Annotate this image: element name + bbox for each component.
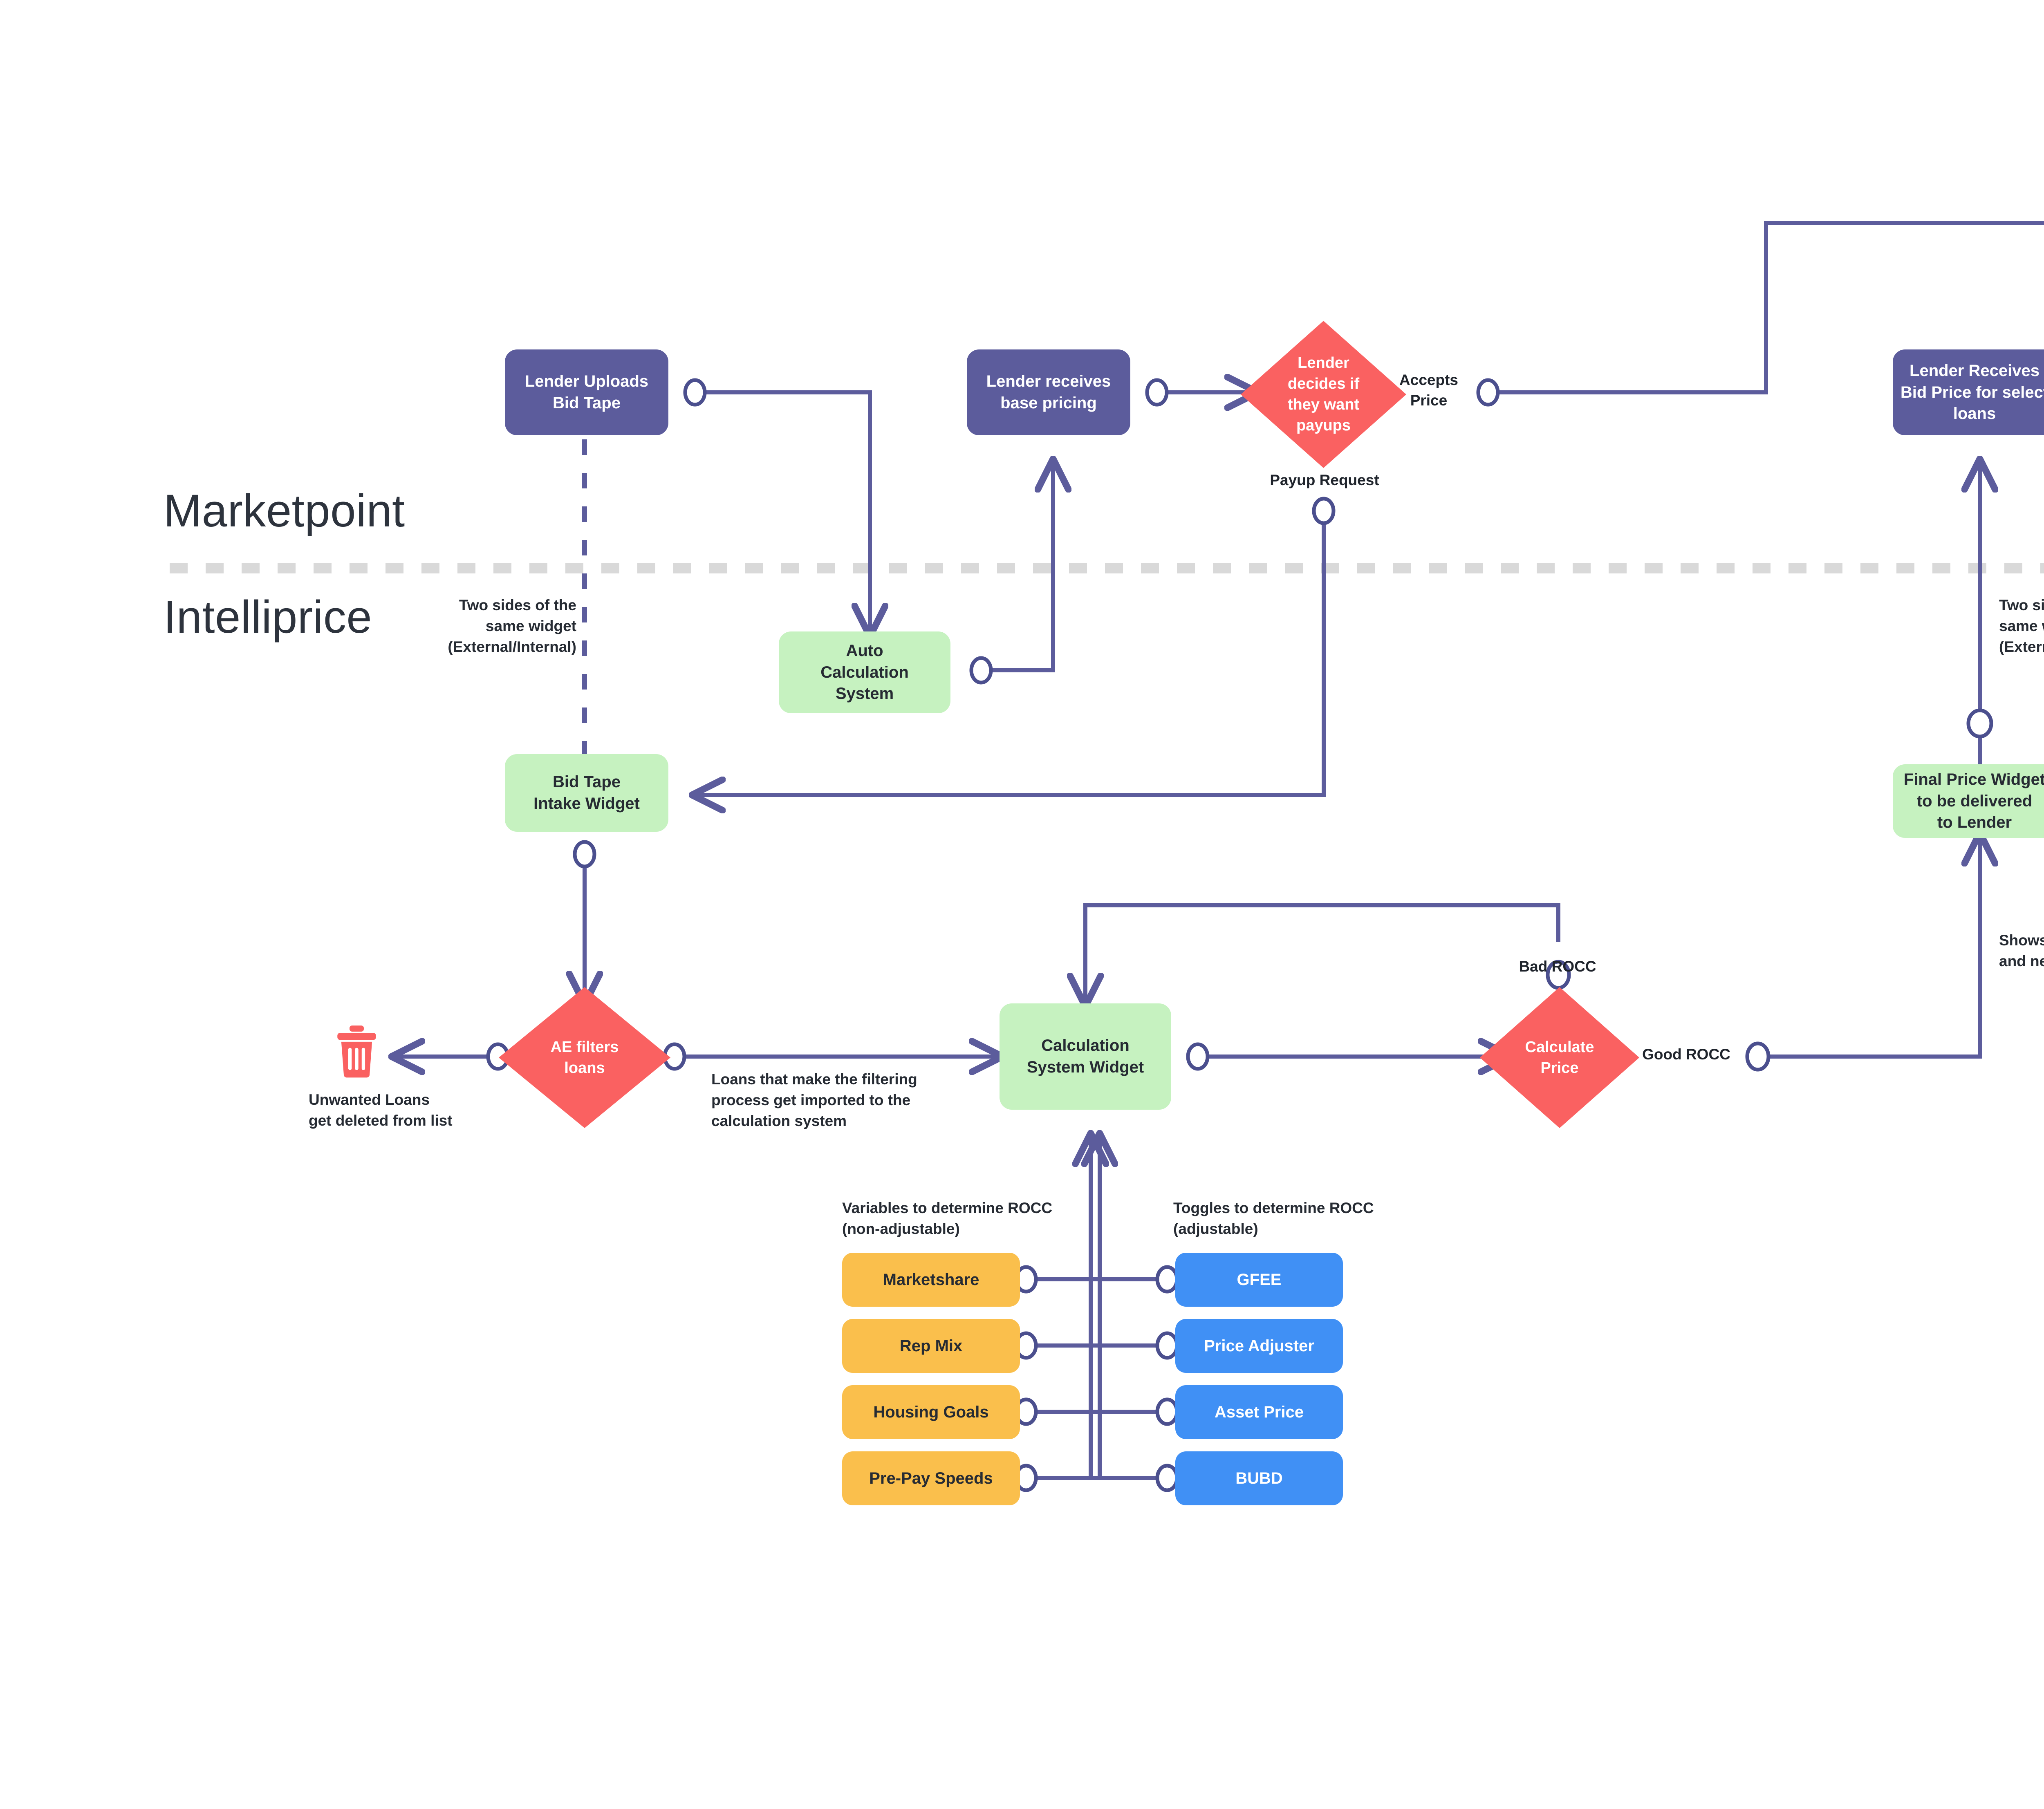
node-final-price-widget[interactable]: Final Price Widget to be delivered to Le… xyxy=(1893,764,2044,838)
dot-autocalc-out xyxy=(969,656,993,685)
trash-icon xyxy=(335,1024,378,1079)
node-calculation-system-widget[interactable]: Calculation System Widget xyxy=(1000,1003,1171,1110)
dot-accepts-price xyxy=(1476,378,1500,407)
node-bid-tape-intake-widget[interactable]: Bid Tape Intake Widget xyxy=(505,754,668,832)
dot-two-sides-right xyxy=(1966,708,1993,739)
dot-tog-gfee xyxy=(1155,1265,1179,1294)
node-calculate-price[interactable]: Calculate Price xyxy=(1480,987,1639,1128)
variable-box-marketshare[interactable]: Marketshare xyxy=(842,1253,1020,1307)
edge-label-good-rocc: Good ROCC xyxy=(1642,1046,1730,1063)
dot-calcwidget-out xyxy=(1186,1042,1210,1071)
variables-group-heading: Variables to determine ROCC (non-adjusta… xyxy=(842,1200,1053,1238)
toggle-box-asset-price[interactable]: Asset Price xyxy=(1175,1385,1343,1439)
dot-basepricing-out xyxy=(1145,378,1169,407)
note-two-sides-right: Two sides of the same widget (External/I… xyxy=(1999,597,2044,656)
note-unwanted-loans: Unwanted Loans get deleted from list xyxy=(309,1091,453,1129)
node-auto-calculation-system[interactable]: Auto Calculation System xyxy=(779,631,950,713)
edge-label-accepts-price: Accepts Price xyxy=(1399,372,1458,409)
node-label: Lender decides if they want payups xyxy=(1287,354,1360,434)
dot-good-rocc xyxy=(1745,1041,1771,1072)
node-label: AE filters loans xyxy=(550,1038,619,1077)
dot-payup-request xyxy=(1312,497,1336,525)
dot-intake-out xyxy=(573,840,596,869)
dot-tog-assetprice xyxy=(1155,1397,1179,1426)
edge-autocalc-to-base-pricing xyxy=(981,462,1053,672)
note-shows-list-of-loans: Shows list of loans selected and new pri… xyxy=(1999,932,2044,970)
edge-upload-to-auto-calc xyxy=(695,390,870,634)
node-ae-filters-loans[interactable]: AE filters loans xyxy=(499,987,670,1128)
dot-tog-bubd xyxy=(1155,1464,1179,1492)
edge-label-bad-rocc: Bad ROCC xyxy=(1519,958,1596,975)
variable-box-pre-pay-speeds[interactable]: Pre-Pay Speeds xyxy=(842,1451,1020,1505)
node-lender-receives-bid-price[interactable]: Lender Receives Bid Price for select loa… xyxy=(1893,349,2044,435)
note-loans-that-make-filtering: Loans that make the filtering process ge… xyxy=(711,1071,917,1130)
node-lender-receives-base-pricing[interactable]: Lender receives base pricing xyxy=(967,349,1130,435)
variable-box-rep-mix[interactable]: Rep Mix xyxy=(842,1319,1020,1373)
toggle-box-price-adjuster[interactable]: Price Adjuster xyxy=(1175,1319,1343,1373)
dot-upload-out xyxy=(683,378,707,407)
lane-label-marketpoint: Marketpoint xyxy=(164,485,405,536)
node-lender-decides-payups[interactable]: Lender decides if they want payups xyxy=(1241,321,1406,468)
toggle-box-bubd[interactable]: BUBD xyxy=(1175,1451,1343,1505)
toggles-group-heading: Toggles to determine ROCC (adjustable) xyxy=(1173,1200,1374,1238)
node-label: Calculate Price xyxy=(1525,1038,1594,1077)
dot-tog-priceadjuster xyxy=(1155,1331,1179,1360)
toggle-box-gfee[interactable]: GFEE xyxy=(1175,1253,1343,1307)
note-two-sides-left: Two sides of the same widget (External/I… xyxy=(448,597,576,656)
edge-label-payup-request: Payup Request xyxy=(1270,472,1379,488)
edge-goodrocc-to-finalprice xyxy=(1758,836,1980,1059)
variable-box-housing-goals[interactable]: Housing Goals xyxy=(842,1385,1020,1439)
node-lender-uploads-bid-tape[interactable]: Lender Uploads Bid Tape xyxy=(505,349,668,435)
lane-label-intelliprice: Intelliprice xyxy=(164,591,372,643)
